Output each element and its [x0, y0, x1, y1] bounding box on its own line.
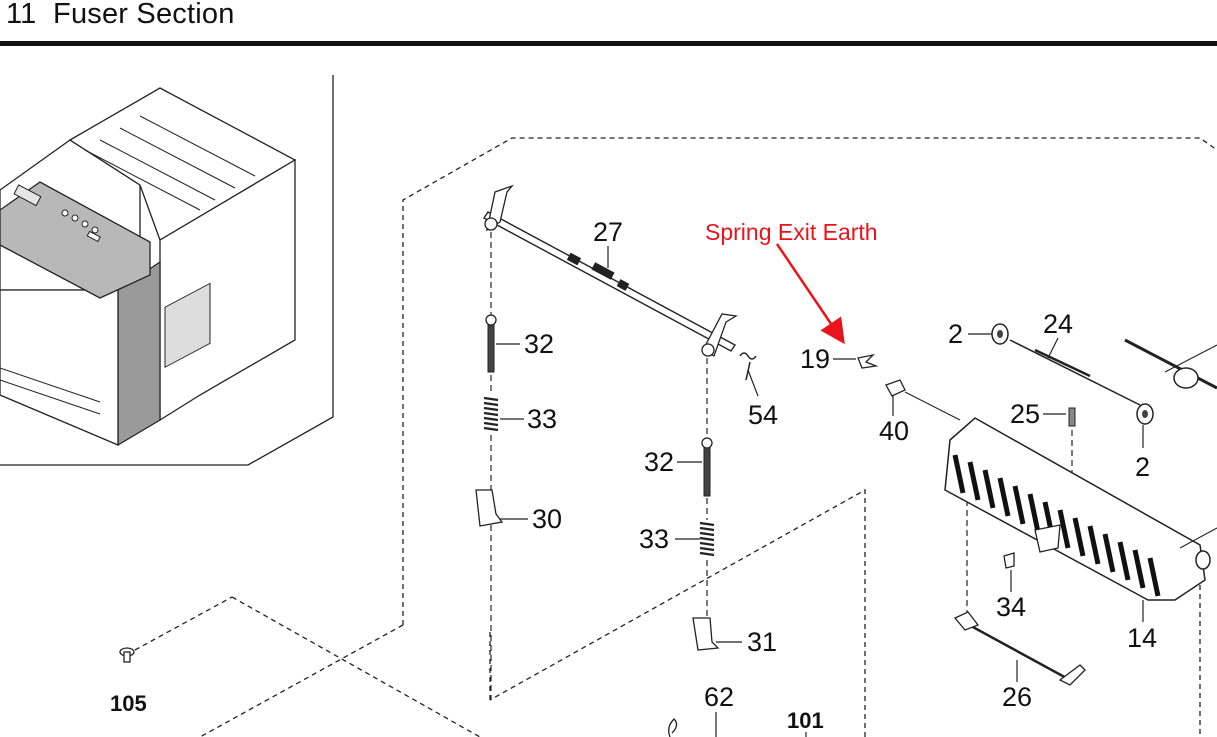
assembly-lines — [490, 232, 1073, 700]
roller-shaft-part-24 — [991, 323, 1154, 427]
dashed-boundaries — [134, 137, 1217, 737]
bracket-parts — [475, 489, 720, 651]
part-label-19: 19 — [800, 344, 830, 374]
part-label-32: 32 — [524, 329, 554, 359]
part-label-101: 101 — [787, 708, 824, 733]
shaft-part-27 — [482, 184, 738, 357]
section-title: 11 Fuser Section — [6, 0, 235, 31]
part-label-27: 27 — [593, 217, 623, 247]
part-label-54: 54 — [748, 400, 778, 430]
header-rule — [0, 41, 1217, 46]
part-label-30: 30 — [532, 504, 562, 534]
small-parts — [953, 552, 1086, 686]
part-label-24: 24 — [1043, 309, 1073, 339]
screw-part-105 — [119, 647, 135, 663]
printer-overview — [0, 75, 334, 466]
part-label-40: 40 — [879, 416, 909, 446]
page-header: 11 Fuser Section — [0, 0, 1217, 48]
part-label-31: 31 — [747, 627, 777, 657]
part-label-32: 32 — [644, 447, 674, 477]
spring-part-33 — [483, 396, 715, 557]
section-title-text: Fuser Section — [53, 0, 235, 30]
part-label-105: 105 — [110, 691, 147, 716]
callout-text: Spring Exit Earth — [705, 219, 878, 245]
spring-part-54 — [739, 352, 757, 381]
part-label-26: 26 — [1002, 682, 1032, 712]
part-label-33: 33 — [527, 404, 557, 434]
spring-exit-earth-part-19 — [857, 353, 961, 421]
exit-guide-part-14 — [944, 417, 1211, 601]
pin-part-32 — [485, 314, 713, 497]
part-label-33: 33 — [639, 524, 669, 554]
part-label-25: 25 — [1010, 399, 1040, 429]
callout-arrow — [775, 243, 845, 345]
part-label-62: 62 — [704, 682, 734, 712]
leader-lines — [496, 246, 1144, 737]
upper-roller-shaft — [1124, 338, 1217, 549]
section-number: 11 — [6, 0, 37, 30]
part-62 — [668, 718, 678, 737]
part-label-34: 34 — [996, 592, 1026, 622]
part-label-2: 2 — [948, 319, 963, 349]
part-label-2: 2 — [1135, 452, 1150, 482]
part-label-14: 14 — [1127, 623, 1157, 653]
